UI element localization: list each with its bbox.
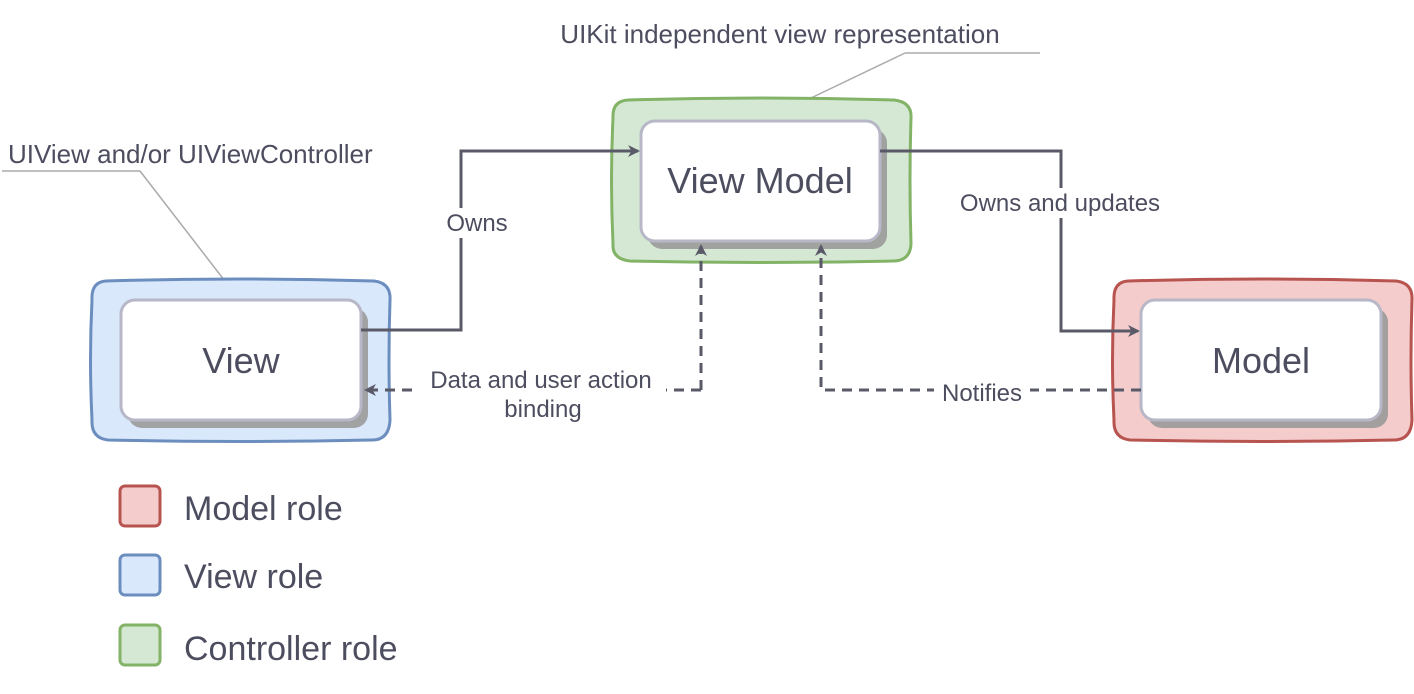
view-node-label: View [202,340,280,381]
model-node-label: Model [1212,340,1310,381]
legend-label-controller: Controller role [184,630,398,668]
notifies-label: Notifies [942,380,1022,407]
view-model-node-label: View Model [667,160,852,201]
legend: Model role View role Controller role [118,484,398,668]
legend-item-view: View role [118,553,323,597]
legend-item-model: Model role [118,484,343,528]
legend-label-model: Model role [184,490,343,528]
legend-item-controller: Controller role [118,623,398,668]
binding-label-line1: Data and user action [430,367,651,394]
binding-label-line2: binding [504,396,581,423]
view-note: UIView and/or UIViewController [8,139,373,169]
notifies-connector [815,244,1141,392]
view-model-note: UIKit independent view representation [560,19,999,49]
legend-label-view: View role [184,558,323,596]
model-node[interactable]: Model [1139,298,1388,428]
view-model-node[interactable]: View Model [639,119,887,249]
owns-connector [361,145,640,332]
legend-swatch-controller [118,623,162,667]
view-node[interactable]: View [119,298,368,428]
owns-and-updates-label: Owns and updates [960,190,1160,217]
owns-and-updates-connector [880,149,1140,337]
legend-swatch-model [118,484,162,528]
owns-label: Owns [446,210,507,237]
view-callout [2,170,239,299]
legend-swatch-view [118,553,162,597]
